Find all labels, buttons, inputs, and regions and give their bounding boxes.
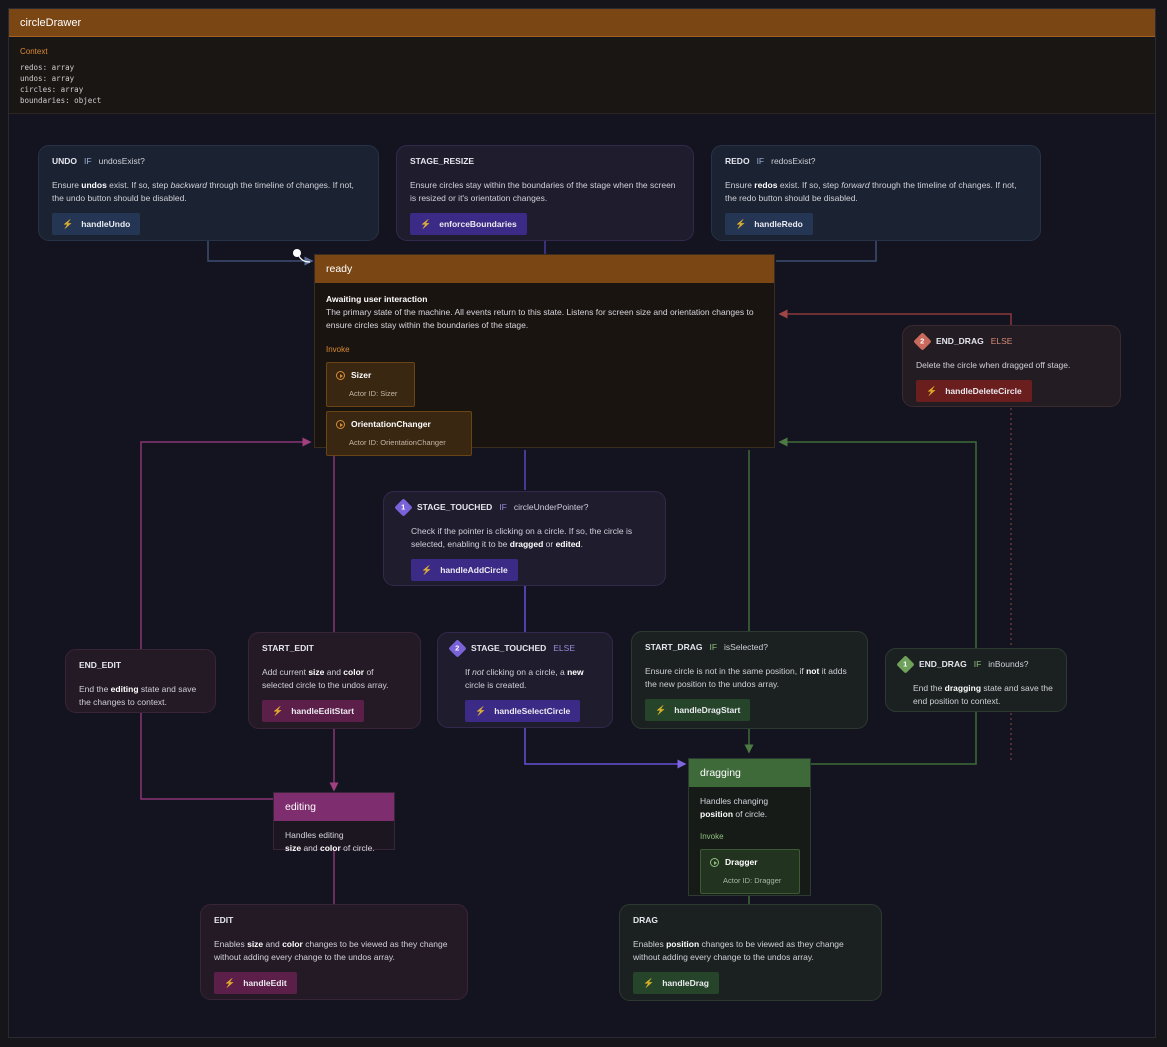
play-icon bbox=[336, 420, 345, 429]
actor-sizer[interactable]: Sizer Actor ID: Sizer bbox=[326, 362, 415, 407]
event-name: END_EDIT bbox=[79, 660, 122, 670]
transition-description: Ensure circle is not in the same positio… bbox=[645, 666, 847, 689]
context-field: boundaries: object bbox=[20, 96, 102, 105]
event-name: EDIT bbox=[214, 915, 234, 925]
guard-keyword: ELSE bbox=[553, 643, 576, 653]
transition-edit[interactable]: EDIT Enables size and color changes to b… bbox=[200, 904, 468, 1000]
play-icon bbox=[710, 858, 719, 867]
actor-dragger[interactable]: Dragger Actor ID: Dragger bbox=[700, 849, 800, 894]
transition-description: Ensure undos exist. If so, step backward… bbox=[52, 180, 354, 203]
event-name: STAGE_RESIZE bbox=[410, 156, 475, 166]
transition-start-edit[interactable]: START_EDIT Add current size and color of… bbox=[248, 632, 421, 729]
bolt-icon: ⚡ bbox=[272, 705, 284, 716]
transition-drag[interactable]: DRAG Enables position changes to be view… bbox=[619, 904, 882, 1001]
bolt-icon: ⚡ bbox=[735, 218, 747, 229]
actor-orientation-changer[interactable]: OrientationChanger Actor ID: Orientation… bbox=[326, 411, 472, 456]
bolt-icon: ⚡ bbox=[420, 218, 432, 229]
guard-keyword: IF bbox=[499, 502, 507, 512]
transition-end-drag-if[interactable]: 1 END_DRAG IF inBounds? End the dragging st… bbox=[885, 648, 1067, 712]
event-name: END_DRAG bbox=[919, 659, 967, 669]
invoke-label: Invoke bbox=[700, 832, 724, 841]
guard-keyword: IF bbox=[84, 156, 92, 166]
context-field: redos: array bbox=[20, 63, 75, 72]
priority-badge: 2 bbox=[913, 332, 932, 351]
state-title: editing bbox=[274, 793, 394, 821]
state-title: dragging bbox=[689, 759, 810, 787]
transition-description: Check if the pointer is clicking on a ci… bbox=[411, 526, 633, 549]
transition-start-drag[interactable]: START_DRAG IF isSelected? Ensure circle is… bbox=[631, 631, 868, 729]
state-description: The primary state of the machine. All ev… bbox=[326, 307, 754, 330]
event-name: UNDO bbox=[52, 156, 78, 166]
state-title: ready bbox=[315, 255, 774, 283]
context-label: Context bbox=[20, 47, 48, 56]
context-panel: Context redos: array undos: array circle… bbox=[9, 38, 1155, 114]
guard-condition: redosExist? bbox=[771, 156, 816, 166]
bolt-icon: ⚡ bbox=[655, 704, 667, 715]
bolt-icon: ⚡ bbox=[926, 385, 938, 396]
machine-title: circleDrawer bbox=[9, 9, 1155, 37]
bolt-icon: ⚡ bbox=[224, 977, 236, 988]
event-name: START_DRAG bbox=[645, 642, 703, 652]
transition-description: Enables position changes to be viewed as… bbox=[633, 939, 844, 962]
transition-redo[interactable]: REDO IF redosExist? Ensure redos exist. If… bbox=[711, 145, 1041, 241]
action-enforce-boundaries[interactable]: ⚡enforceBoundaries bbox=[410, 213, 527, 235]
guard-keyword: ELSE bbox=[990, 336, 1013, 346]
guard-keyword: IF bbox=[973, 659, 982, 669]
guard-keyword: IF bbox=[756, 156, 765, 166]
bolt-icon: ⚡ bbox=[62, 218, 74, 229]
guard-condition: circleUnderPointer? bbox=[513, 502, 589, 512]
event-name: REDO bbox=[725, 156, 750, 166]
bolt-icon: ⚡ bbox=[475, 705, 487, 716]
action-handle-drag-start[interactable]: ⚡handleDragStart bbox=[645, 699, 751, 721]
play-icon bbox=[336, 371, 345, 380]
transition-stage-touched-if[interactable]: 1 STAGE_TOUCHED IF circleUnderPointer? Chec… bbox=[383, 491, 666, 586]
state-ready[interactable]: ready Awaiting user interaction The prim… bbox=[314, 254, 775, 456]
transition-description: Delete the circle when dragged off stage… bbox=[916, 360, 1071, 370]
transition-stage-touched-else[interactable]: 2 STAGE_TOUCHED ELSE If not clicking on a … bbox=[437, 632, 613, 728]
action-handle-redo[interactable]: ⚡handleRedo bbox=[725, 213, 813, 235]
transition-stage-resize[interactable]: STAGE_RESIZE Ensure circles stay within … bbox=[396, 145, 694, 241]
transition-description: Ensure redos exist. If so, step forward … bbox=[725, 180, 1017, 203]
event-name: STAGE_TOUCHED bbox=[471, 643, 547, 653]
state-description-title: Awaiting user interaction bbox=[326, 294, 428, 304]
guard-condition: undosExist? bbox=[98, 156, 145, 166]
transition-description: If not clicking on a circle, a new circl… bbox=[465, 667, 584, 690]
transition-description: End the editing state and save the chang… bbox=[79, 684, 197, 707]
guard-condition: isSelected? bbox=[724, 642, 768, 652]
action-handle-add-circle[interactable]: ⚡handleAddCircle bbox=[411, 559, 518, 581]
guard-keyword: IF bbox=[709, 642, 718, 652]
bolt-icon: ⚡ bbox=[643, 977, 655, 988]
transition-description: Enables size and color changes to be vie… bbox=[214, 939, 448, 962]
priority-badge: 2 bbox=[448, 639, 467, 658]
action-handle-undo[interactable]: ⚡handleUndo bbox=[52, 213, 141, 235]
transition-end-edit[interactable]: END_EDIT End the editing state and save … bbox=[65, 649, 216, 713]
invoke-label: Invoke bbox=[326, 345, 350, 354]
transition-description: End the dragging state and save the end … bbox=[913, 683, 1053, 706]
action-handle-delete-circle[interactable]: ⚡handleDeleteCircle bbox=[916, 380, 1032, 402]
action-handle-select-circle[interactable]: ⚡handleSelectCircle bbox=[465, 700, 581, 722]
transition-undo[interactable]: UNDO IF undosExist? Ensure undos exist. If… bbox=[38, 145, 379, 241]
event-name: START_EDIT bbox=[262, 643, 314, 653]
transition-end-drag-else[interactable]: 2 END_DRAG ELSE Delete the circle when dra… bbox=[902, 325, 1121, 407]
guard-condition: inBounds? bbox=[988, 659, 1029, 669]
transition-description: Ensure circles stay within the boundarie… bbox=[410, 180, 676, 203]
action-handle-edit[interactable]: ⚡handleEdit bbox=[214, 972, 297, 994]
action-handle-edit-start[interactable]: ⚡handleEditStart bbox=[262, 700, 365, 722]
event-name: DRAG bbox=[633, 915, 659, 925]
event-name: END_DRAG bbox=[936, 336, 984, 346]
event-name: STAGE_TOUCHED bbox=[417, 502, 493, 512]
transition-description: Add current size and color of selected c… bbox=[262, 667, 389, 690]
bolt-icon: ⚡ bbox=[421, 564, 433, 575]
action-handle-drag[interactable]: ⚡handleDrag bbox=[633, 972, 719, 994]
priority-badge: 1 bbox=[394, 498, 413, 517]
priority-badge: 1 bbox=[896, 655, 915, 674]
context-field: undos: array bbox=[20, 74, 75, 83]
context-field: circles: array bbox=[20, 85, 84, 94]
